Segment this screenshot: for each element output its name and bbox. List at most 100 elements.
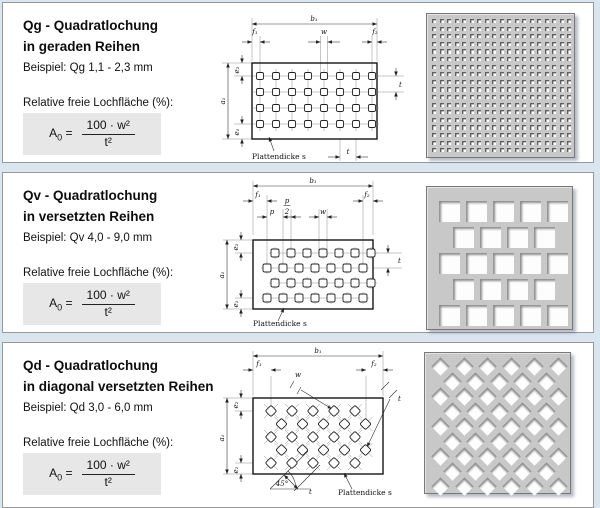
sample-hole [484,110,489,115]
sample-hole [544,140,549,145]
sample-hole [522,102,527,107]
sample-hole [477,19,482,24]
sample-hole [544,57,549,62]
sample-hole [484,57,489,62]
sample-hole [567,79,572,84]
sample-hole [559,72,564,77]
sample-hole [452,279,474,300]
sample-hole [552,41,557,46]
sample-hole [522,148,527,153]
sample-hole [501,357,521,376]
sample-hole [529,125,534,130]
sample-hole [432,49,437,54]
sample-hole [507,148,512,153]
sample-hole [478,357,497,376]
sample-hole [492,57,497,62]
sample-hole [544,102,549,107]
sample-hole [447,19,452,24]
sample-hole [492,95,497,100]
plate-outline [252,397,384,475]
sample-hole [514,102,519,107]
sample-hole [432,87,437,92]
title-line-1: Qg - Quadratlochung [23,18,158,33]
sample-hole [432,72,437,77]
sample-hole [537,462,556,481]
sample-hole [552,140,557,145]
sample-hole [537,148,542,153]
sample-hole [454,34,459,39]
sample-hole [525,447,544,466]
sample-hole [547,201,568,222]
sample-hole [484,87,489,92]
sample-hole [514,95,519,100]
sample-hole [559,148,564,153]
sample-hole [567,72,572,77]
sample-hole [507,41,512,46]
sample-hole [507,34,512,39]
sample-hole [469,19,474,24]
sample-hole [443,462,462,481]
sample-hole [477,49,482,54]
sample-hole [439,57,444,62]
sample-hole [529,117,534,122]
sample-hole [447,57,452,62]
sample-hole [522,125,527,130]
sample-hole [454,387,474,406]
sample-hole [506,279,528,300]
sample-hole [477,125,482,130]
sample-hole [552,19,557,24]
sample-hole [544,41,549,46]
sample-hole [499,19,504,24]
sample-hole [466,201,487,222]
sample-hole [493,201,514,222]
sample-hole [431,357,450,376]
sample-hole [454,133,459,138]
dim-f2: f₂ [371,28,378,36]
sample-hole [484,49,489,54]
sample-hole [525,387,544,406]
sample-hole [559,125,564,130]
sample-hole [447,117,452,122]
sample-hole [514,34,519,39]
dim-b1: b₁ [314,347,321,355]
sample-hole [529,26,534,31]
sample-hole [484,148,489,153]
sample-hole [514,72,519,77]
section-qv: Qv - Quadratlochung in versetzten Reihen… [2,172,594,333]
sample-hole [548,477,568,496]
description-block: Qv - Quadratlochung in versetzten Reihen… [23,185,283,325]
sample-hole [537,372,556,391]
dim-t-bottom: t [347,148,350,156]
sample-hole [507,117,512,122]
sample-hole [507,140,512,145]
sample-hole [537,57,542,62]
sample-hole [484,95,489,100]
sample-hole [447,95,452,100]
sample-hole [499,64,504,69]
plate-thickness-label: Plattendicke s [253,319,307,328]
sample-hole [544,72,549,77]
sample-hole [559,140,564,145]
sample-hole [514,19,519,24]
sample-hole [499,148,504,153]
dim-t-side: t [398,395,401,403]
sample-hole [559,49,564,54]
sample-hole [447,87,452,92]
sample-hole [514,140,519,145]
sample-hole [469,41,474,46]
sample-hole [454,95,459,100]
sample-hole [529,87,534,92]
sample-hole [447,34,452,39]
sample-hole [432,34,437,39]
sample-hole [525,357,544,376]
sample-hole [529,64,534,69]
hole-pattern [261,247,377,304]
sample-hole [567,26,572,31]
sample-hole [552,95,557,100]
sample-hole [462,26,467,31]
dim-e1: e₁ [232,300,240,307]
sample-hole [499,26,504,31]
dim-e1: e₁ [232,466,240,473]
sample-hole [447,133,452,138]
plate-thickness-label: Plattendicke s [338,488,392,497]
